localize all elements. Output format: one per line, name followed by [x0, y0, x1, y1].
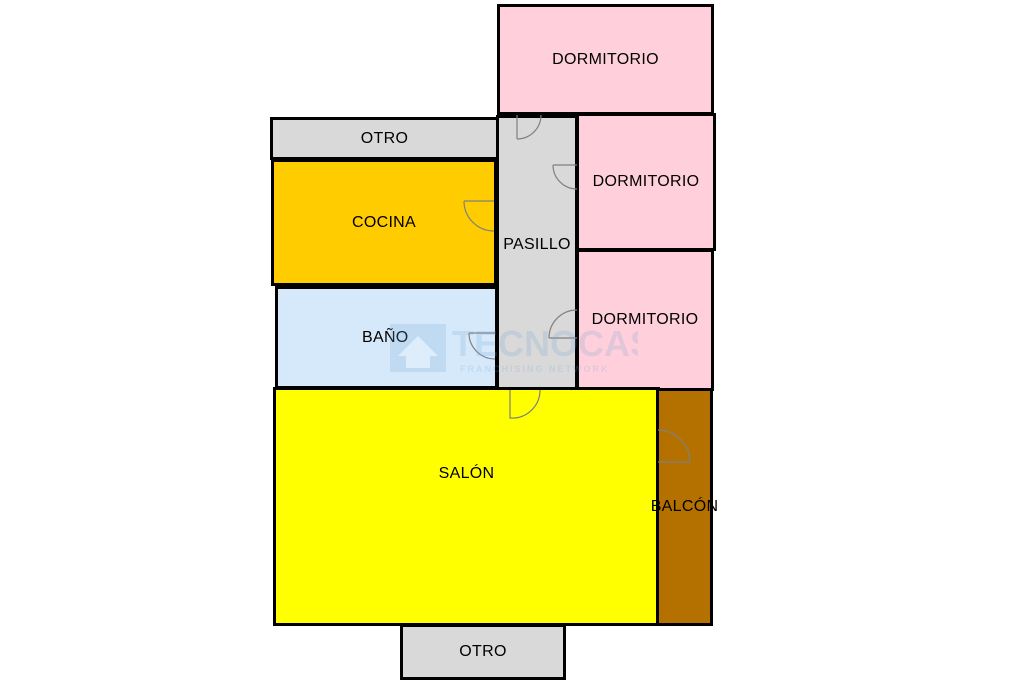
room-label: DORMITORIO [552, 50, 659, 68]
room-label: BAÑO [362, 328, 409, 346]
room-label: PASILLO [503, 236, 571, 253]
door-balcon [657, 429, 691, 463]
room-pasillo: PASILLO [496, 115, 578, 392]
room-cocina: COCINA [271, 159, 497, 286]
room-dormitorio-2: DORMITORIO [576, 113, 716, 251]
door-dormitorio-2 [552, 164, 578, 190]
door-dormitorio-3 [548, 309, 578, 339]
room-label: DORMITORIO [591, 311, 699, 328]
room-label: DORMITORIO [592, 173, 700, 190]
room-dormitorio-3: DORMITORIO [576, 249, 714, 391]
door-salon [509, 390, 541, 419]
room-label: BALCÓN [650, 498, 719, 515]
room-salon: SALÓN [273, 387, 660, 626]
room-bano: BAÑO [275, 286, 498, 389]
room-label: OTRO [459, 643, 507, 660]
room-otro-bottom: OTRO [400, 624, 566, 680]
room-otro-top: OTRO [270, 117, 499, 160]
door-dormitorio-1 [516, 115, 542, 140]
door-bano [468, 332, 496, 360]
room-balcon: BALCÓN [651, 388, 718, 626]
door-cocina [463, 200, 495, 232]
room-dormitorio-1: DORMITORIO [497, 4, 714, 115]
room-label: COCINA [351, 213, 417, 231]
room-label: OTRO [360, 129, 409, 147]
room-label: SALÓN [438, 465, 495, 482]
